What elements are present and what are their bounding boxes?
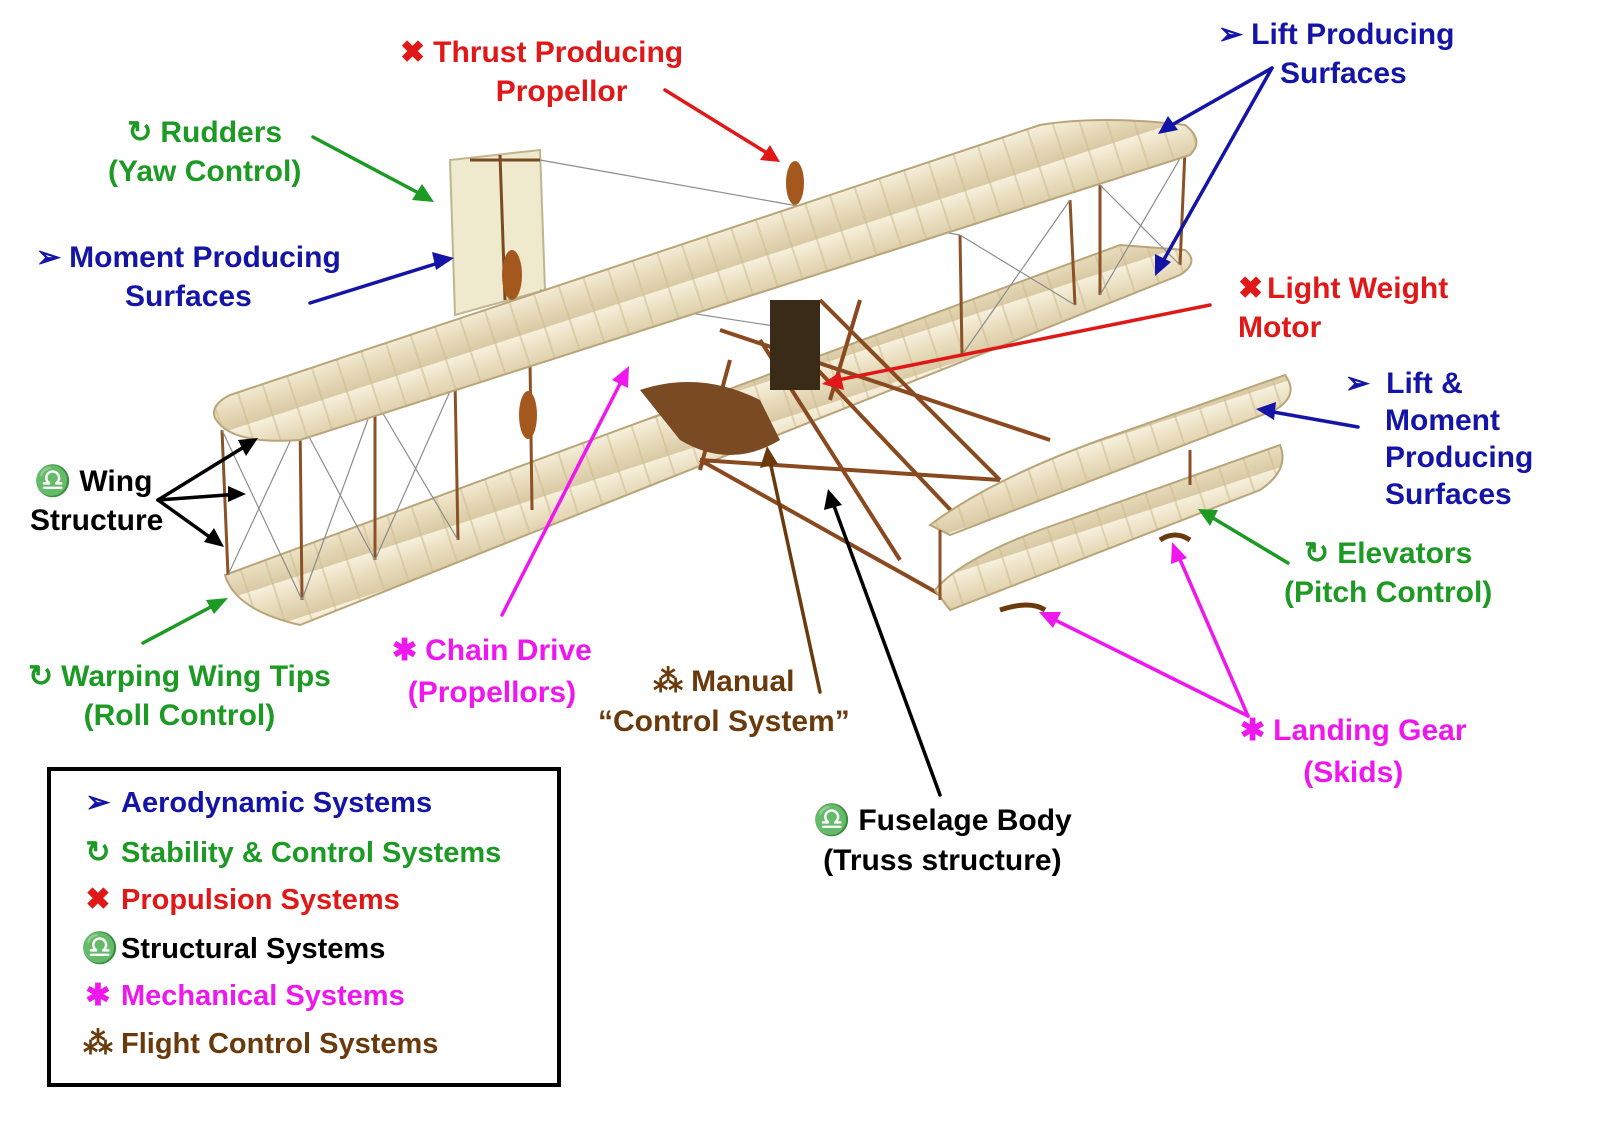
legend-item-aerodynamic: ➢Aerodynamic Systems [81, 785, 432, 820]
legend-item-flight-control: ⁂Flight Control Systems [83, 1027, 439, 1060]
aerodynamic-icon: ➢ [36, 241, 62, 274]
callout-arrows [141, 66, 1360, 797]
stability-icon: ↻ [127, 116, 153, 149]
mechanical-icon: ✱ [85, 979, 111, 1012]
structural-icon: ♎ [81, 932, 119, 965]
label-elevators: ↻Elevators (Pitch Control) [1284, 534, 1492, 612]
structural-icon: ♎ [34, 465, 72, 498]
label-landing-gear: ✱Landing Gear (Skids) [1240, 710, 1467, 794]
stability-icon: ↻ [85, 836, 111, 869]
label-wing-structure: ♎Wing Structure [30, 462, 163, 540]
engine-block [770, 300, 820, 390]
rudder-assembly [448, 148, 547, 317]
forward-elevator [928, 373, 1292, 613]
structural-icon: ♎ [813, 804, 851, 837]
legend-item-stability: ↻Stability & Control Systems [81, 835, 501, 870]
propulsion-icon: ✖ [400, 36, 426, 69]
label-manual-control-system: ⁂Manual “Control System” [598, 662, 850, 742]
aerodynamic-icon: ➢ [1218, 18, 1244, 51]
legend-item-structural: ♎Structural Systems [81, 932, 386, 965]
label-lift-moment-surfaces: ➢Lift & Moment Producing Surfaces [1345, 367, 1534, 511]
rear-propeller-right [786, 161, 804, 205]
aerodynamic-icon: ➢ [85, 786, 111, 819]
legend-box: ➢Aerodynamic Systems ↻Stability & Contro… [47, 767, 561, 1087]
flight-control-icon: ⁂ [653, 665, 684, 698]
fuselage-truss [698, 298, 1051, 602]
aerodynamic-icon: ➢ [1345, 367, 1371, 400]
pilot-seat [640, 382, 780, 455]
label-chain-drive: ✱Chain Drive (Propellors) [392, 630, 592, 714]
label-thrust-propellor: ✖Thrust Producing Propellor [400, 33, 683, 111]
label-rudders: ↻Rudders (Yaw Control) [108, 113, 301, 191]
label-warping-wing-tips: ↻Warping Wing Tips (Roll Control) [28, 657, 331, 735]
label-moment-surfaces: ➢Moment Producing Surfaces [36, 238, 341, 316]
legend-item-mechanical: ✱Mechanical Systems [81, 978, 404, 1013]
mechanical-icon: ✱ [392, 634, 418, 667]
label-light-weight-motor: ✖Light Weight Motor [1238, 269, 1448, 347]
flight-control-icon: ⁂ [83, 1027, 113, 1060]
rear-propeller-left [519, 391, 537, 439]
upper-main-wing [213, 119, 1198, 442]
label-lift-surfaces: ➢Lift Producing Surfaces [1218, 15, 1454, 93]
mechanical-icon: ✱ [1240, 714, 1266, 747]
legend-item-propulsion: ✖Propulsion Systems [81, 882, 399, 917]
stability-icon: ↻ [1304, 537, 1330, 570]
stability-icon: ↻ [28, 660, 54, 693]
propulsion-icon: ✖ [1238, 272, 1264, 305]
label-fuselage-body: ♎Fuselage Body (Truss structure) [813, 801, 1072, 881]
propulsion-icon: ✖ [85, 883, 111, 916]
